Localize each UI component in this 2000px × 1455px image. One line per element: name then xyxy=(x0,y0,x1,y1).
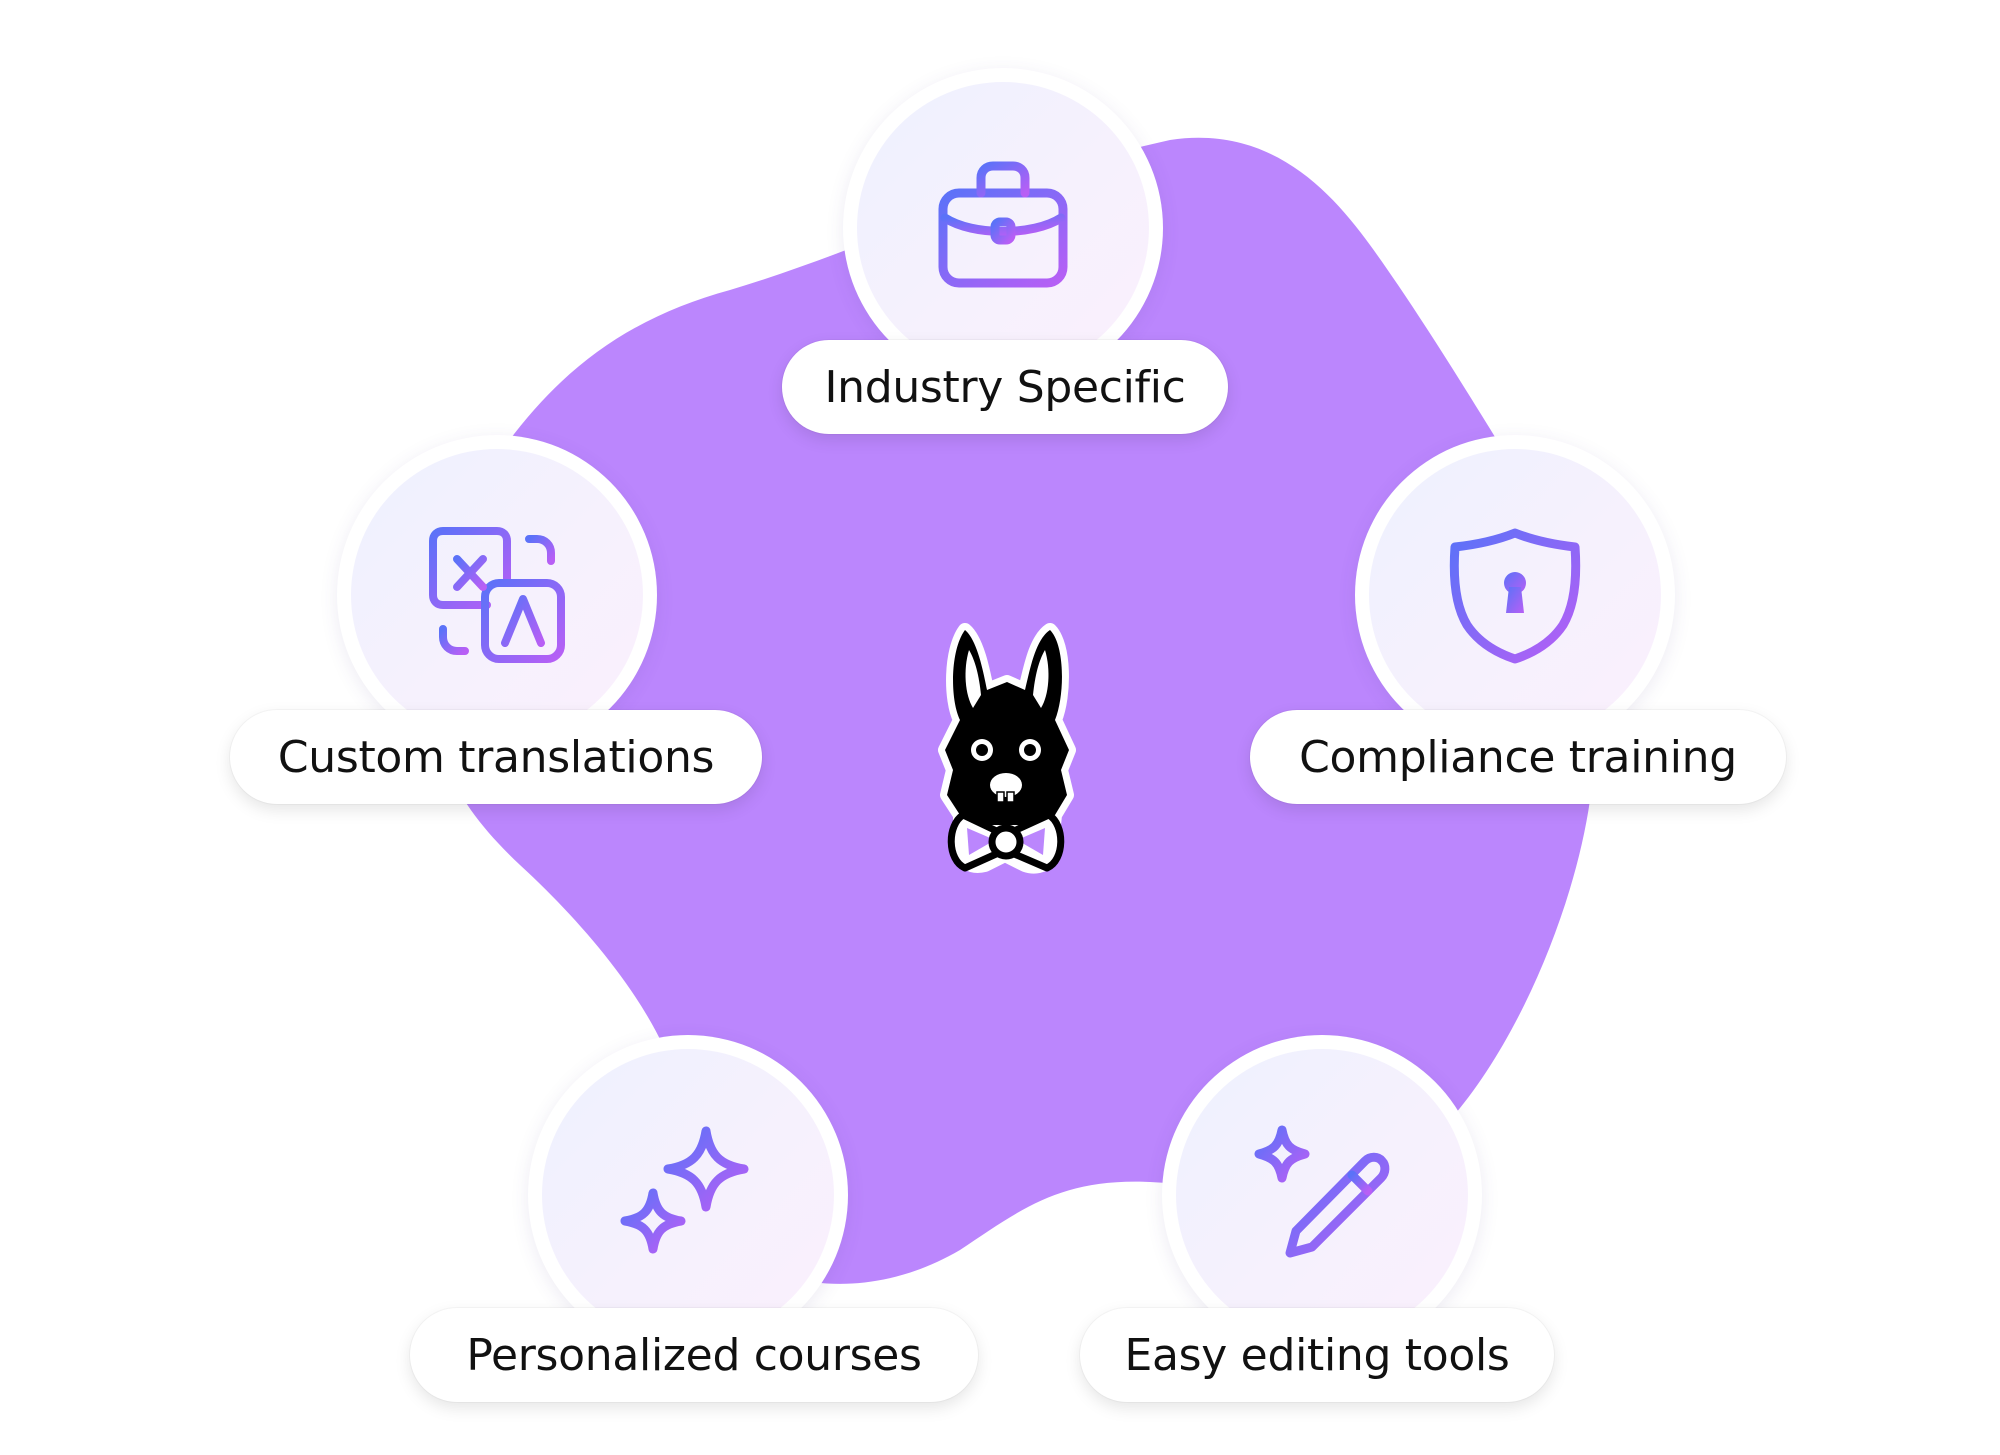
feature-circle xyxy=(843,68,1163,388)
feature-label-pill: Easy editing tools xyxy=(1080,1308,1554,1402)
feature-label: Personalized courses xyxy=(466,1329,922,1381)
shield-lock-icon xyxy=(1449,528,1581,664)
feature-label: Industry Specific xyxy=(824,361,1186,413)
sparkles-icon xyxy=(620,1126,749,1254)
feature-label-pill: Personalized courses xyxy=(410,1308,978,1402)
feature-label-pill: Compliance training xyxy=(1250,710,1786,804)
feature-circle xyxy=(528,1035,848,1355)
feature-circle xyxy=(1162,1035,1482,1355)
briefcase-icon xyxy=(938,161,1068,288)
feature-circle xyxy=(1355,435,1675,755)
feature-label: Custom translations xyxy=(277,731,715,783)
sparkle-pencil-icon xyxy=(1254,1125,1390,1258)
llama-mascot-icon xyxy=(938,623,1076,874)
feature-label-pill: Industry Specific xyxy=(782,340,1228,434)
feature-label: Easy editing tools xyxy=(1124,1329,1510,1381)
feature-circle xyxy=(337,435,657,755)
translate-icon xyxy=(429,527,565,663)
feature-label-pill: Custom translations xyxy=(230,710,762,804)
feature-label: Compliance training xyxy=(1299,731,1737,783)
